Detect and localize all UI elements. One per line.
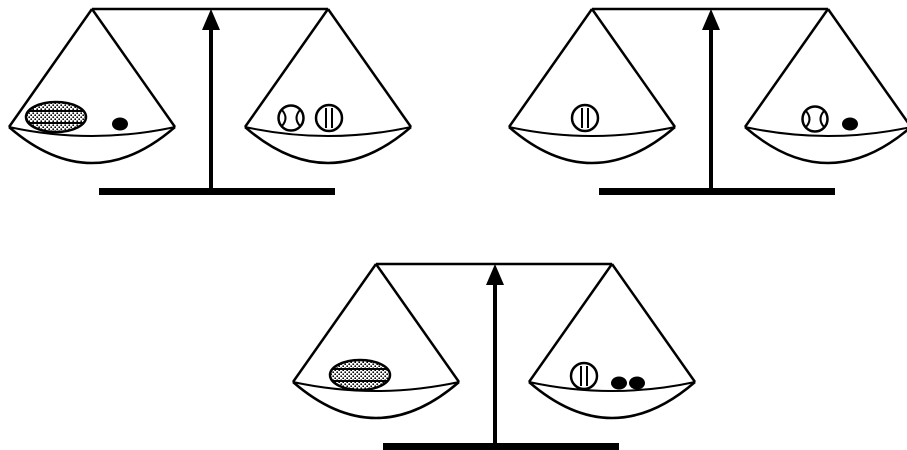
pan-string xyxy=(612,264,695,382)
marble-icon xyxy=(842,118,858,131)
pan-string xyxy=(592,9,675,127)
right-pan xyxy=(245,9,411,163)
scale-base xyxy=(383,443,619,450)
marble-icon xyxy=(112,118,128,131)
left-pan xyxy=(293,264,459,418)
scale-base xyxy=(599,188,835,195)
balance-scale xyxy=(9,9,411,195)
football-icon xyxy=(26,102,86,132)
tennis-ball-icon xyxy=(571,363,597,389)
right-pan xyxy=(529,264,695,418)
pan-string xyxy=(92,9,175,127)
left-pan xyxy=(509,9,675,163)
tennis-ball-icon xyxy=(316,105,342,131)
arrow-up-icon xyxy=(702,9,720,30)
scale-base xyxy=(99,188,335,195)
pan-string xyxy=(529,264,612,382)
tennis-ball-icon xyxy=(572,105,598,131)
baseball-icon xyxy=(803,107,828,132)
balance-scale xyxy=(509,9,907,195)
football-icon xyxy=(330,360,390,390)
pan-string xyxy=(828,9,907,127)
marble-icon xyxy=(629,377,645,390)
arrow-up-icon xyxy=(486,264,504,285)
right-pan xyxy=(745,9,907,163)
arrow-up-icon xyxy=(202,9,220,30)
pan-string xyxy=(328,9,411,127)
baseball-icon xyxy=(279,106,304,131)
balance-scale xyxy=(293,264,695,450)
left-pan xyxy=(9,9,175,163)
marble-icon xyxy=(611,377,627,390)
pan-string xyxy=(376,264,459,382)
